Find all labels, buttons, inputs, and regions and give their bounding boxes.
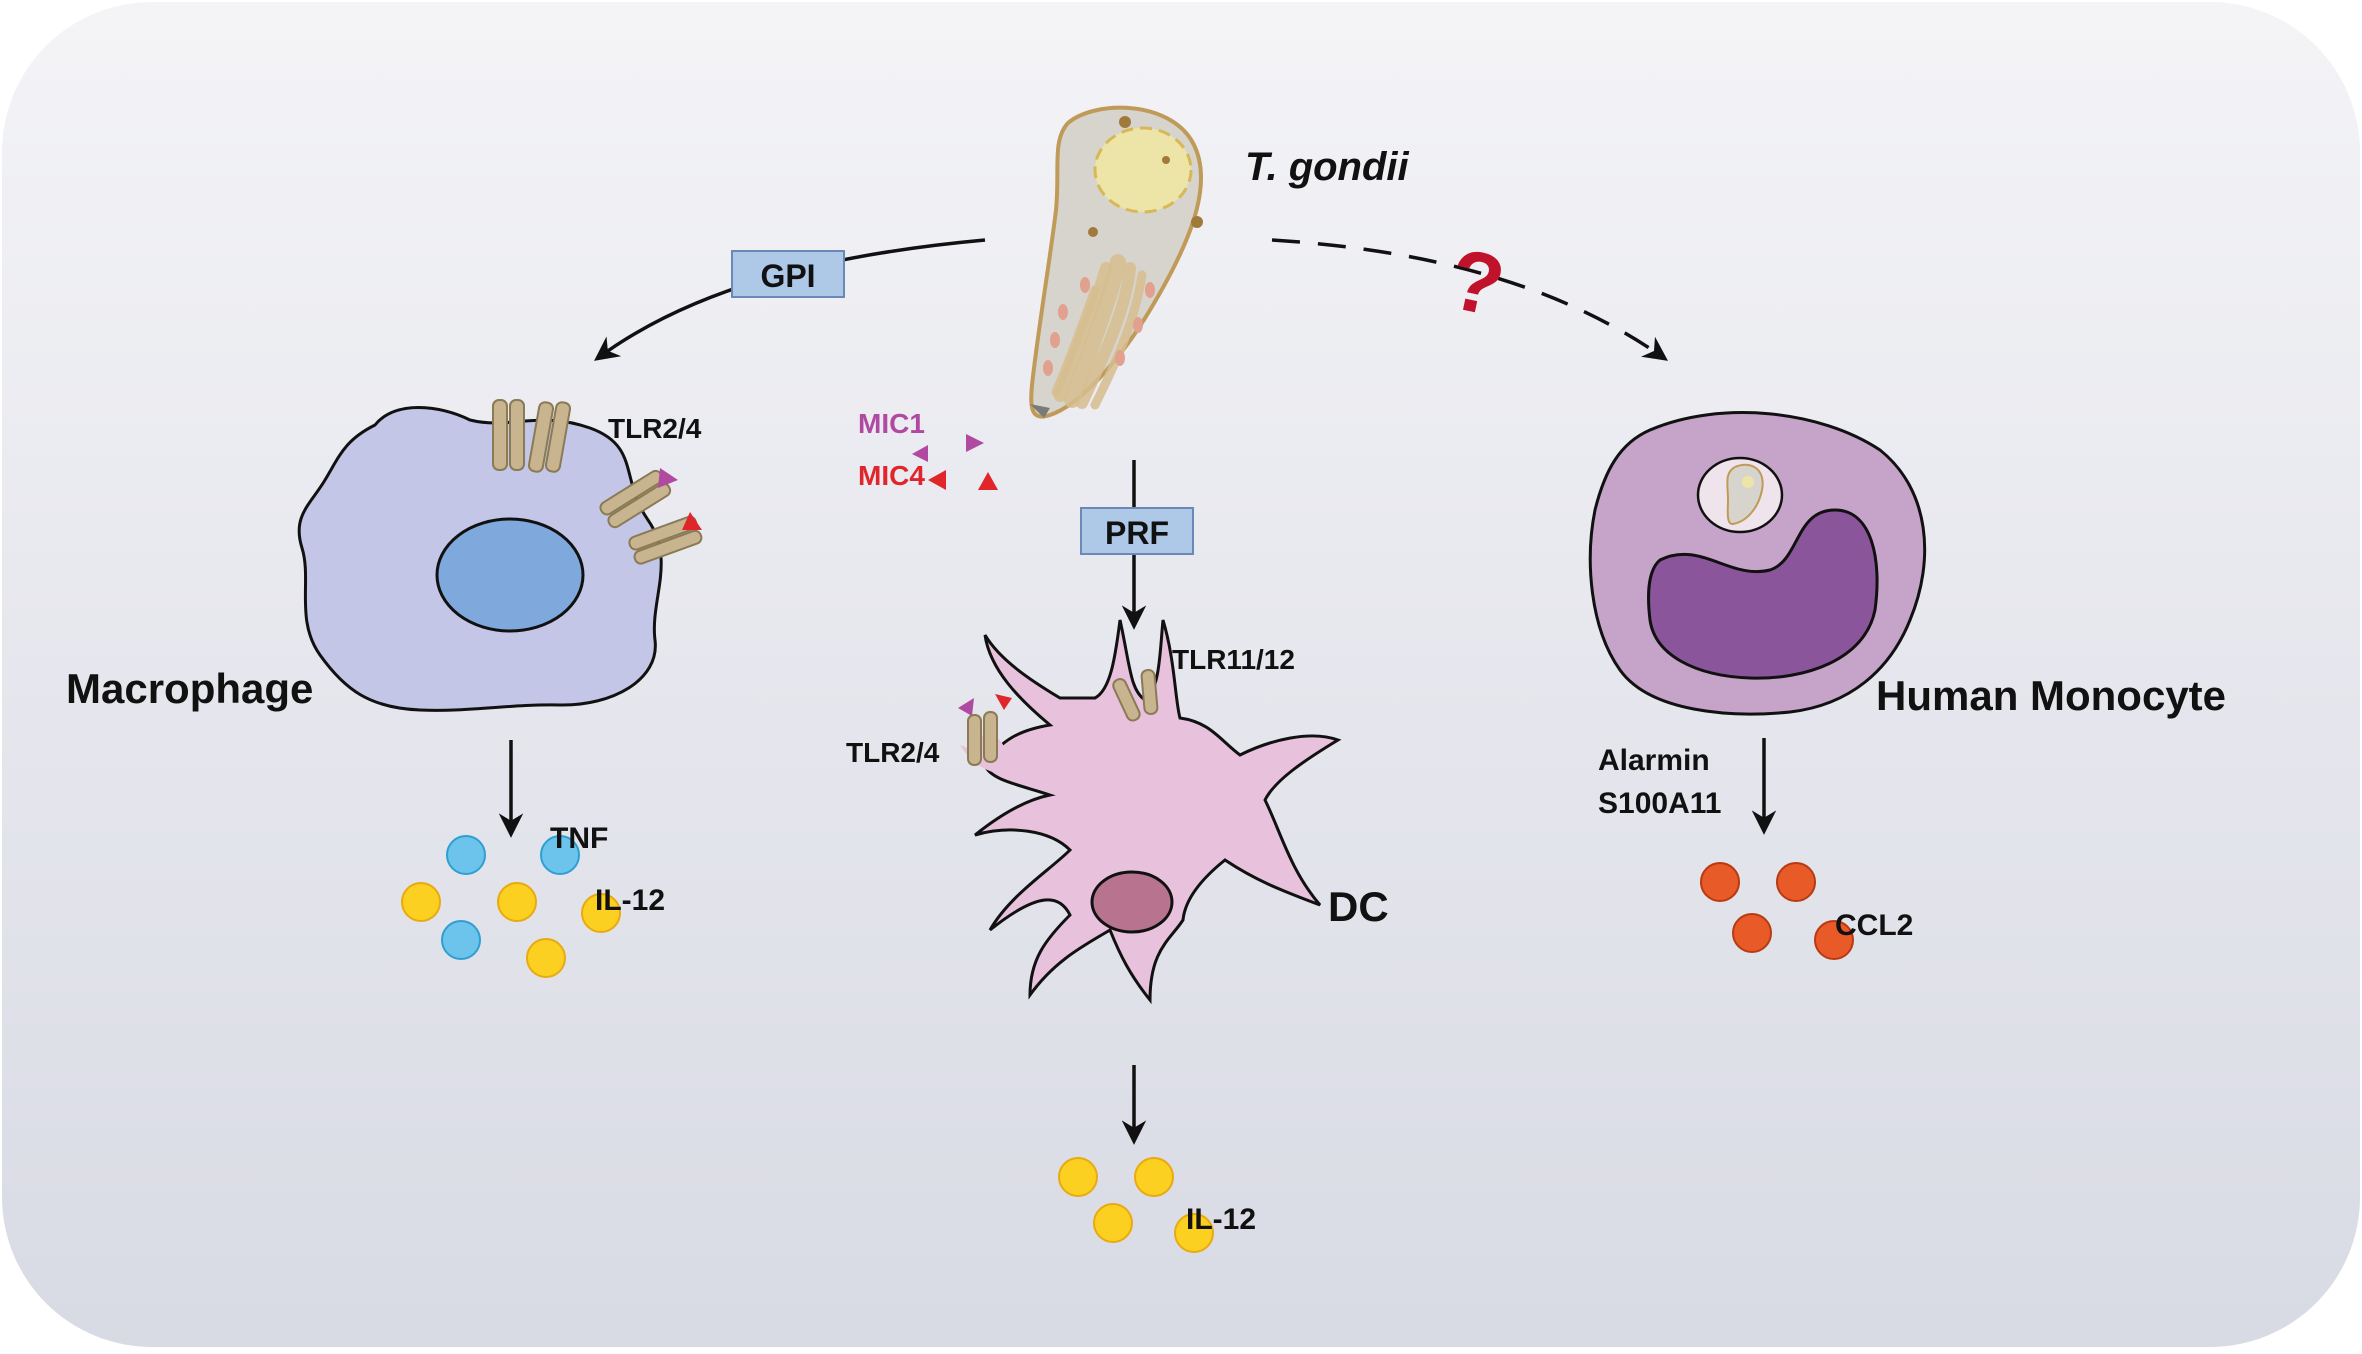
il12-dot [526, 938, 566, 978]
tnf-dot [540, 835, 580, 875]
arrow-to-monocyte [1271, 238, 1669, 361]
dc-receptor-left-label: TLR2/4 [846, 737, 940, 768]
dc-cell [958, 619, 1342, 1005]
il12-dot [497, 882, 537, 922]
ccl2-dot [1700, 862, 1740, 902]
dc-cytokines [1058, 1157, 1214, 1253]
mic1-triangle-b [966, 434, 984, 452]
il12-dot [1093, 1203, 1133, 1243]
il12-dot [401, 882, 441, 922]
macrophage-receptor-label: TLR2/4 [608, 413, 702, 444]
monocyte-chemokines [1700, 862, 1854, 960]
gpi-label: GPI [760, 258, 815, 294]
macrophage-output-il12: IL-12 [595, 884, 665, 917]
monocyte-mediator-line2: S100A11 [1598, 787, 1721, 820]
ccl2-dot [1776, 862, 1816, 902]
prf-label-box: PRF [1080, 507, 1194, 555]
mic1-label: MIC1 [858, 408, 925, 439]
il12-dot [1134, 1157, 1174, 1197]
macrophage-output-tnf: TNF [550, 822, 608, 855]
dc-output-il12: IL-12 [1186, 1203, 1256, 1236]
macrophage-nucleus [435, 517, 585, 633]
dc-nucleus [1090, 870, 1174, 934]
macrophage-cytokines [401, 835, 621, 978]
ccl2-dot [1732, 913, 1772, 953]
tnf-dot [441, 920, 481, 960]
monocyte-nucleus [1647, 508, 1879, 680]
t-gondii-parasite [1029, 105, 1203, 419]
monocyte-mediator-line1: Alarmin [1598, 744, 1710, 777]
monocyte-cell [1588, 411, 1927, 716]
mic4-label: MIC4 [858, 460, 925, 491]
monocyte-title: Human Monocyte [1876, 672, 2226, 719]
prf-label: PRF [1105, 515, 1169, 551]
il12-dot [581, 893, 621, 933]
dc-receptor-right-label: TLR11/12 [1172, 644, 1295, 675]
tnf-dot [446, 835, 486, 875]
monocyte-output-ccl2: CCL2 [1835, 909, 1913, 942]
t-gondii-label: T. gondii [1245, 145, 1410, 189]
mic1-triangle-a [912, 445, 928, 462]
parasite-nucleus [1093, 126, 1193, 214]
macrophage-cell [297, 399, 703, 712]
gpi-label-box: GPI [731, 250, 845, 298]
mic4-triangle-b [978, 472, 998, 490]
mic4-triangle-a [928, 470, 946, 490]
macrophage-title: Macrophage [66, 665, 313, 712]
dc-title: DC [1328, 883, 1389, 930]
il12-dot [1174, 1213, 1214, 1253]
il12-dot [1058, 1157, 1098, 1197]
ccl2-dot [1814, 920, 1854, 960]
